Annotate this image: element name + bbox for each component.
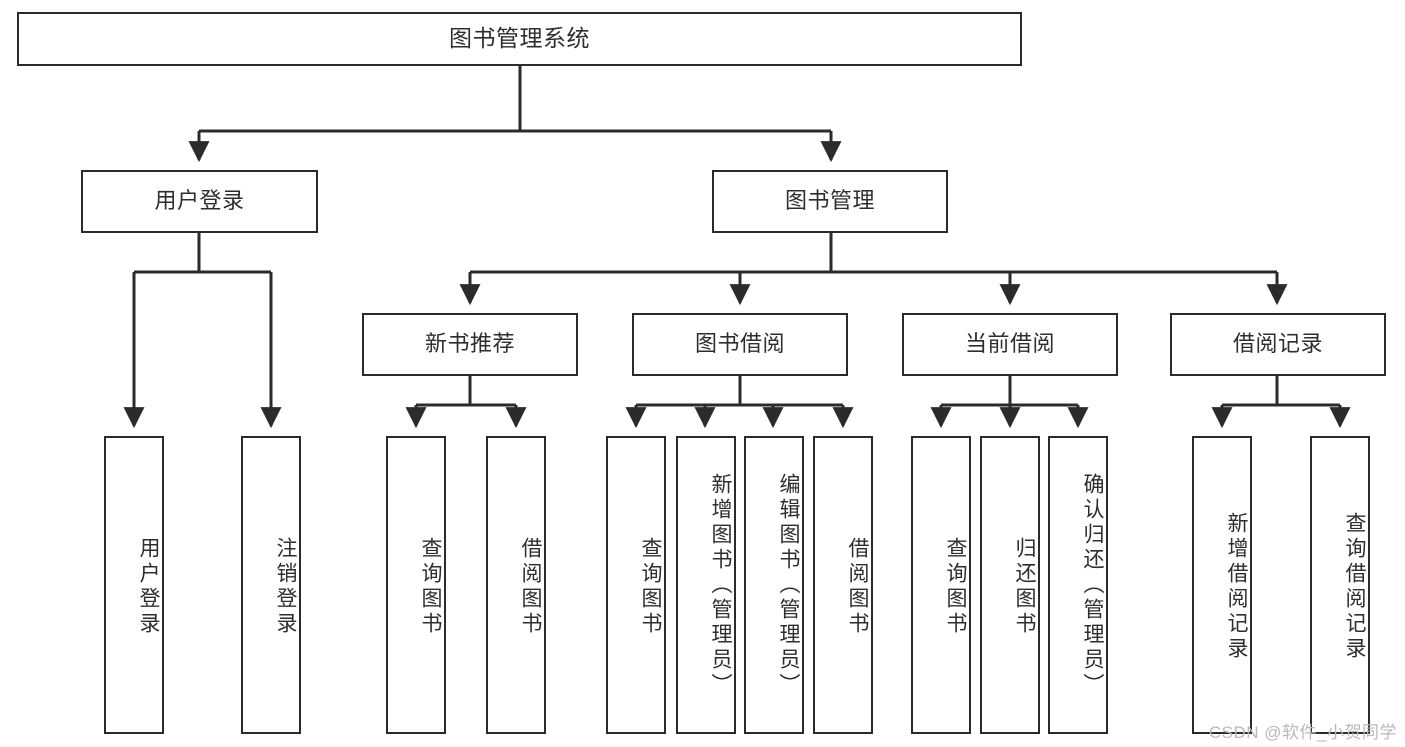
edges-root-to-level1 [188, 66, 842, 163]
csdn-watermark: CSDN @软件_小贺同学 [1208, 723, 1397, 742]
edges-book-management-to-level2 [459, 233, 1288, 306]
leaf-current-borrow-return-books[interactable]: 归还图书 [980, 436, 1040, 734]
edges-book-borrow-to-leaves [625, 376, 854, 429]
leaf-user-login-logout[interactable]: 注销登录 [241, 436, 301, 734]
node-label: 注销登录 [274, 537, 297, 637]
node-book-management[interactable]: 图书管理 [712, 170, 948, 233]
leaf-borrow-record-query-record[interactable]: 查询借阅记录 [1310, 436, 1370, 734]
leaf-book-borrow-add-book-admin[interactable]: 新增图书（管理员） [676, 436, 736, 734]
node-label: 借阅图书 [846, 537, 869, 637]
node-label: 借阅图书 [519, 537, 542, 637]
node-label: 图书管理 [784, 188, 875, 214]
node-label: 查询图书 [944, 537, 967, 637]
leaf-new-book-query-books[interactable]: 查询图书 [386, 436, 446, 734]
leaf-new-book-borrow-books[interactable]: 借阅图书 [486, 436, 546, 734]
node-label: 当前借阅 [964, 331, 1055, 357]
node-label: 用户登录 [154, 188, 245, 214]
node-label: 查询图书 [639, 537, 662, 637]
node-label: 确认归还（管理员） [1081, 472, 1104, 698]
node-label: 查询借阅记录 [1343, 512, 1366, 662]
node-label: 新增图书（管理员） [709, 472, 732, 698]
leaf-book-borrow-query-books[interactable]: 查询图书 [606, 436, 666, 734]
leaf-current-borrow-confirm-return-admin[interactable]: 确认归还（管理员） [1048, 436, 1108, 734]
leaf-current-borrow-query-books[interactable]: 查询图书 [911, 436, 971, 734]
leaf-book-borrow-edit-book-admin[interactable]: 编辑图书（管理员） [744, 436, 804, 734]
node-new-book-recommendation[interactable]: 新书推荐 [362, 313, 578, 376]
edges-user-login-to-leaves [123, 233, 282, 429]
node-current-borrowing[interactable]: 当前借阅 [902, 313, 1118, 376]
node-book-borrowing[interactable]: 图书借阅 [632, 313, 848, 376]
leaf-user-login-login[interactable]: 用户登录 [104, 436, 164, 734]
node-label: 用户登录 [137, 537, 160, 637]
edges-current-borrow-to-leaves [930, 376, 1089, 429]
node-root-book-management-system[interactable]: 图书管理系统 [17, 12, 1022, 66]
node-label: 编辑图书（管理员） [777, 472, 800, 698]
leaf-book-borrow-borrow-books[interactable]: 借阅图书 [813, 436, 873, 734]
node-label: 借阅记录 [1232, 331, 1323, 357]
node-label: 图书借阅 [694, 331, 785, 357]
node-label: 新书推荐 [424, 331, 515, 357]
edges-new-book-to-leaves [405, 376, 527, 429]
node-label: 查询图书 [419, 537, 442, 637]
node-borrowing-record[interactable]: 借阅记录 [1170, 313, 1386, 376]
node-user-login[interactable]: 用户登录 [81, 170, 318, 233]
node-label: 新增借阅记录 [1225, 512, 1248, 662]
node-label: 归还图书 [1013, 537, 1036, 637]
edges-borrow-record-to-leaves [1211, 376, 1351, 429]
leaf-borrow-record-add-record[interactable]: 新增借阅记录 [1192, 436, 1252, 734]
node-label: 图书管理系统 [449, 25, 590, 52]
